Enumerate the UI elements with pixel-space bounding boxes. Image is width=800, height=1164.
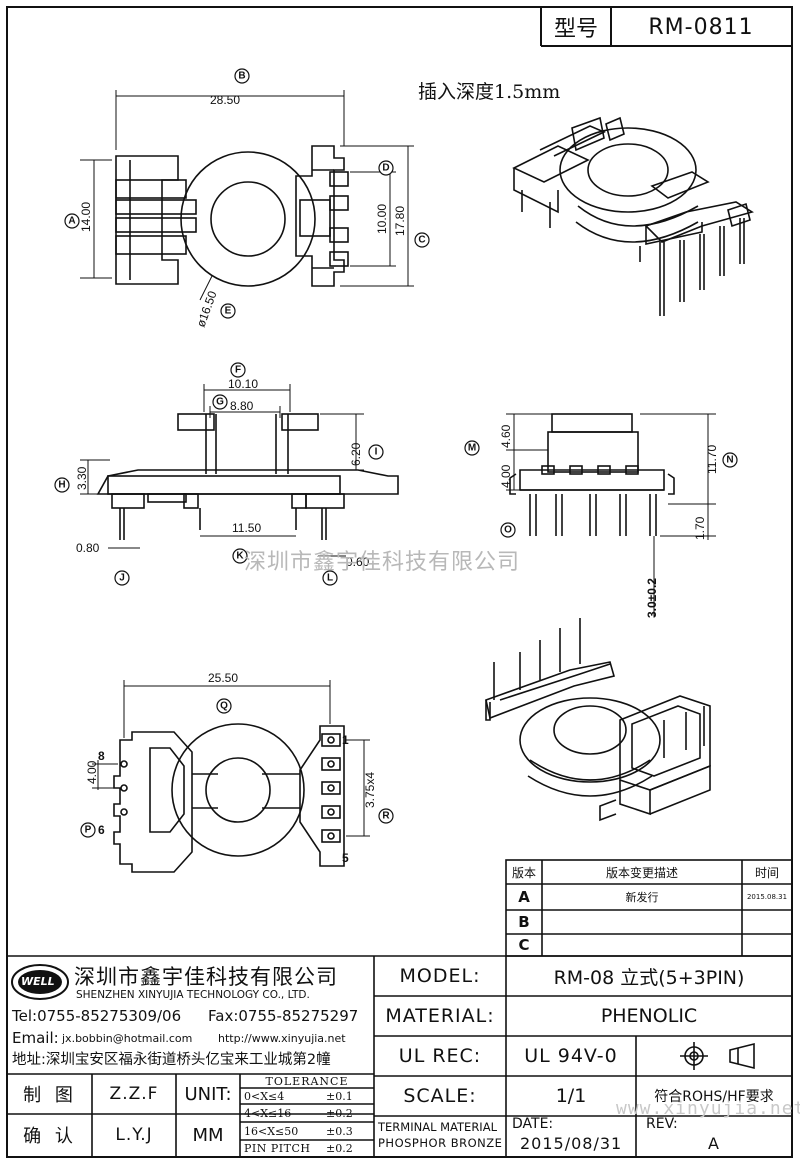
date-value: 2015/08/31	[520, 1134, 623, 1153]
tol-value-3: ±0.3	[326, 1125, 353, 1138]
tol-range-2: 4<X≤16	[244, 1107, 292, 1120]
ulrec-value: UL 94V-0	[524, 1045, 618, 1067]
top-view	[115, 145, 349, 287]
company-email: jx.bobbin@hotmail.com	[62, 1032, 193, 1045]
company-logo	[11, 964, 69, 1000]
drawn-value: Z.Z.F	[109, 1084, 159, 1104]
unit-value: MM	[192, 1124, 224, 1146]
check-label: 确 认	[23, 1126, 77, 1147]
rev-label: REV:	[646, 1116, 678, 1132]
tol-range-4: PIN PITCH	[244, 1142, 311, 1155]
tol-value-1: ±0.1	[326, 1090, 353, 1103]
front-view	[96, 413, 399, 540]
bottom-view	[113, 723, 345, 873]
rev-c: C	[518, 936, 530, 954]
tol-range-1: 0<X≤4	[244, 1090, 285, 1103]
iso-view-2	[485, 618, 711, 822]
email-label: Email:	[12, 1029, 59, 1047]
rev-header-date: 时间	[754, 865, 779, 880]
rev-header-version: 版本	[511, 865, 536, 880]
drawn-label: 制 图	[23, 1085, 77, 1106]
model-label: MODEL:	[399, 965, 481, 987]
model-code: RM-0811	[648, 14, 754, 40]
date-label: DATE:	[512, 1116, 554, 1132]
rev-b: B	[518, 913, 530, 931]
rohs-note: 符合ROHS/HF要求	[654, 1089, 774, 1105]
tol-value-2: ±0.2	[326, 1107, 353, 1120]
type-label: 型号	[553, 17, 598, 42]
projection-symbol	[680, 1042, 755, 1070]
material-value: PHENOLIC	[600, 1005, 698, 1027]
ulrec-label: UL REC:	[398, 1045, 482, 1067]
tol-value-4: ±0.2	[326, 1142, 353, 1155]
check-value: L.Y.J	[115, 1125, 153, 1145]
model-value: RM-08 立式(5+3PIN)	[553, 966, 745, 989]
company-address: 地址:深圳宝安区福永街道桥头亿宝来工业城第2幢	[12, 1052, 331, 1068]
rev-a-date: 2015.08.31	[746, 893, 788, 901]
insertion-depth-note: 插入深度1.5mm	[418, 81, 561, 103]
rev-a: A	[518, 888, 530, 906]
scale-label: SCALE:	[403, 1085, 477, 1107]
title-block-lines	[8, 859, 793, 1156]
tolerance-title: TOLERANCE	[265, 1074, 349, 1088]
company-site: http://www.xinyujia.net	[218, 1032, 346, 1045]
material-label: MATERIAL:	[385, 1005, 495, 1027]
unit-label: UNIT:	[184, 1083, 232, 1105]
iso-view-1	[512, 116, 754, 316]
company-fax: Fax:0755-85275297	[208, 1007, 359, 1025]
company-watermark: 深圳市鑫宇佳科技有限公司	[244, 550, 521, 575]
company-name-cn: 深圳市鑫宇佳科技有限公司	[74, 965, 338, 989]
url-watermark: www.xinyujia.net	[616, 1098, 800, 1119]
company-name-en: SHENZHEN XINYUJIA TECHNOLOGY CO., LTD.	[76, 989, 310, 1001]
rev-header-desc: 版本变更描述	[605, 865, 678, 880]
scale-value: 1/1	[555, 1085, 587, 1107]
tol-range-3: 16<X≤50	[244, 1125, 299, 1138]
terminal-label: TERMINAL MATERIAL	[378, 1120, 497, 1134]
terminal-value: PHOSPHOR BRONZE	[378, 1136, 503, 1150]
side-view	[509, 413, 675, 536]
logo-text: WELL	[21, 975, 55, 988]
company-tel: Tel:0755-85275309/06	[12, 1007, 182, 1025]
rev-value: A	[708, 1134, 719, 1153]
rev-a-desc: 新发行	[625, 891, 659, 904]
drawing-frame	[6, 6, 793, 1158]
